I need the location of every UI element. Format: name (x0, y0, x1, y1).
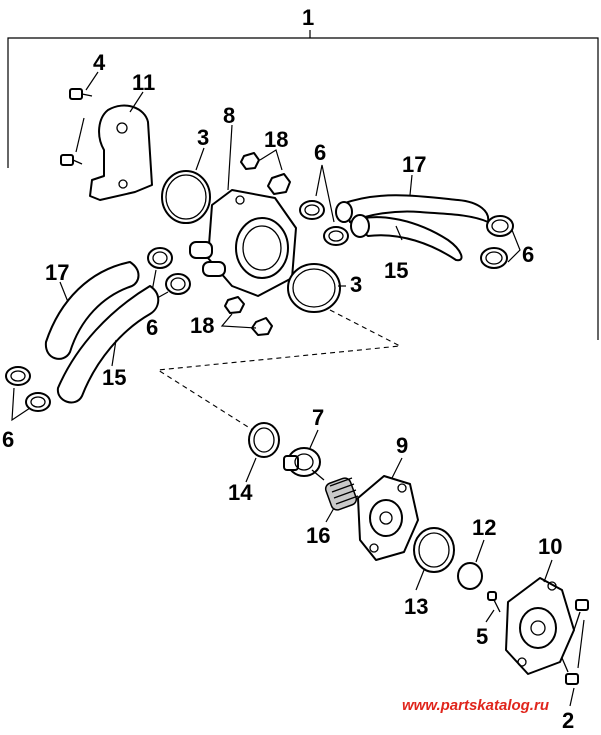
o-ring-upper (161, 170, 211, 224)
watermark: www.partskatalog.ru (402, 697, 549, 714)
hose-left-lower (56, 285, 160, 404)
bolt-right-upper (573, 599, 589, 631)
callout-12: 12 (472, 515, 496, 540)
hose-lower-right (349, 214, 463, 262)
cover-plate (357, 475, 419, 561)
bolt-upper (69, 88, 93, 100)
callout-11: 11 (132, 70, 155, 95)
callout-7: 7 (312, 405, 324, 430)
callout-14: 14 (228, 480, 253, 505)
hose-clamp-left-2 (165, 273, 191, 295)
diaphragm (413, 527, 455, 573)
washer (457, 562, 483, 590)
callout-16: 16 (306, 523, 330, 548)
hose-clamp-upper-1 (299, 200, 325, 220)
callout-18-lower: 18 (190, 313, 214, 338)
callout-2: 2 (562, 708, 574, 733)
callout-6-left: 6 (146, 315, 158, 340)
callout-17-left: 17 (45, 260, 69, 285)
callout-3-lower: 3 (350, 272, 362, 297)
hose-clamp-upper-2 (323, 226, 349, 246)
callout-1: 1 (302, 5, 314, 30)
callout-6-right: 6 (522, 242, 534, 267)
hose-clamp-right-1 (486, 215, 514, 237)
callout-5: 5 (476, 624, 488, 649)
mounting-bracket (89, 104, 153, 201)
callout-3-upper: 3 (197, 125, 209, 150)
callout-18-upper: 18 (264, 127, 288, 152)
nut-lower-1 (224, 296, 245, 314)
callout-8: 8 (223, 103, 235, 128)
o-ring-lower (287, 263, 341, 313)
callout-9: 9 (396, 433, 408, 458)
end-cover (505, 577, 575, 675)
bolt-right-lower (561, 657, 579, 685)
callout-6-upper: 6 (314, 140, 326, 165)
hose-clamp-far-left-1 (5, 366, 31, 386)
assembly-bracket (7, 30, 599, 340)
nut-lower-2 (251, 317, 273, 336)
callout-6-far-left: 6 (2, 427, 14, 452)
spring (324, 477, 359, 511)
callout-17-upper: 17 (402, 152, 426, 177)
callout-4: 4 (93, 50, 106, 75)
callout-15-upper: 15 (384, 258, 408, 283)
thermostat-seal (248, 422, 280, 458)
callout-15-left: 15 (102, 365, 126, 390)
assembly-guide-line (156, 309, 402, 433)
hose-left-upper (44, 261, 140, 360)
nut-upper-small (240, 152, 260, 170)
callout-10: 10 (538, 534, 562, 559)
bolt-lower (60, 154, 83, 166)
nut-upper (267, 173, 291, 195)
thermostat (283, 447, 325, 481)
hose-clamp-right-2 (480, 247, 508, 269)
hose-clamp-left-1 (147, 247, 173, 269)
hose-clamp-far-left-2 (25, 392, 51, 412)
callout-13: 13 (404, 594, 428, 619)
screw (487, 591, 501, 613)
